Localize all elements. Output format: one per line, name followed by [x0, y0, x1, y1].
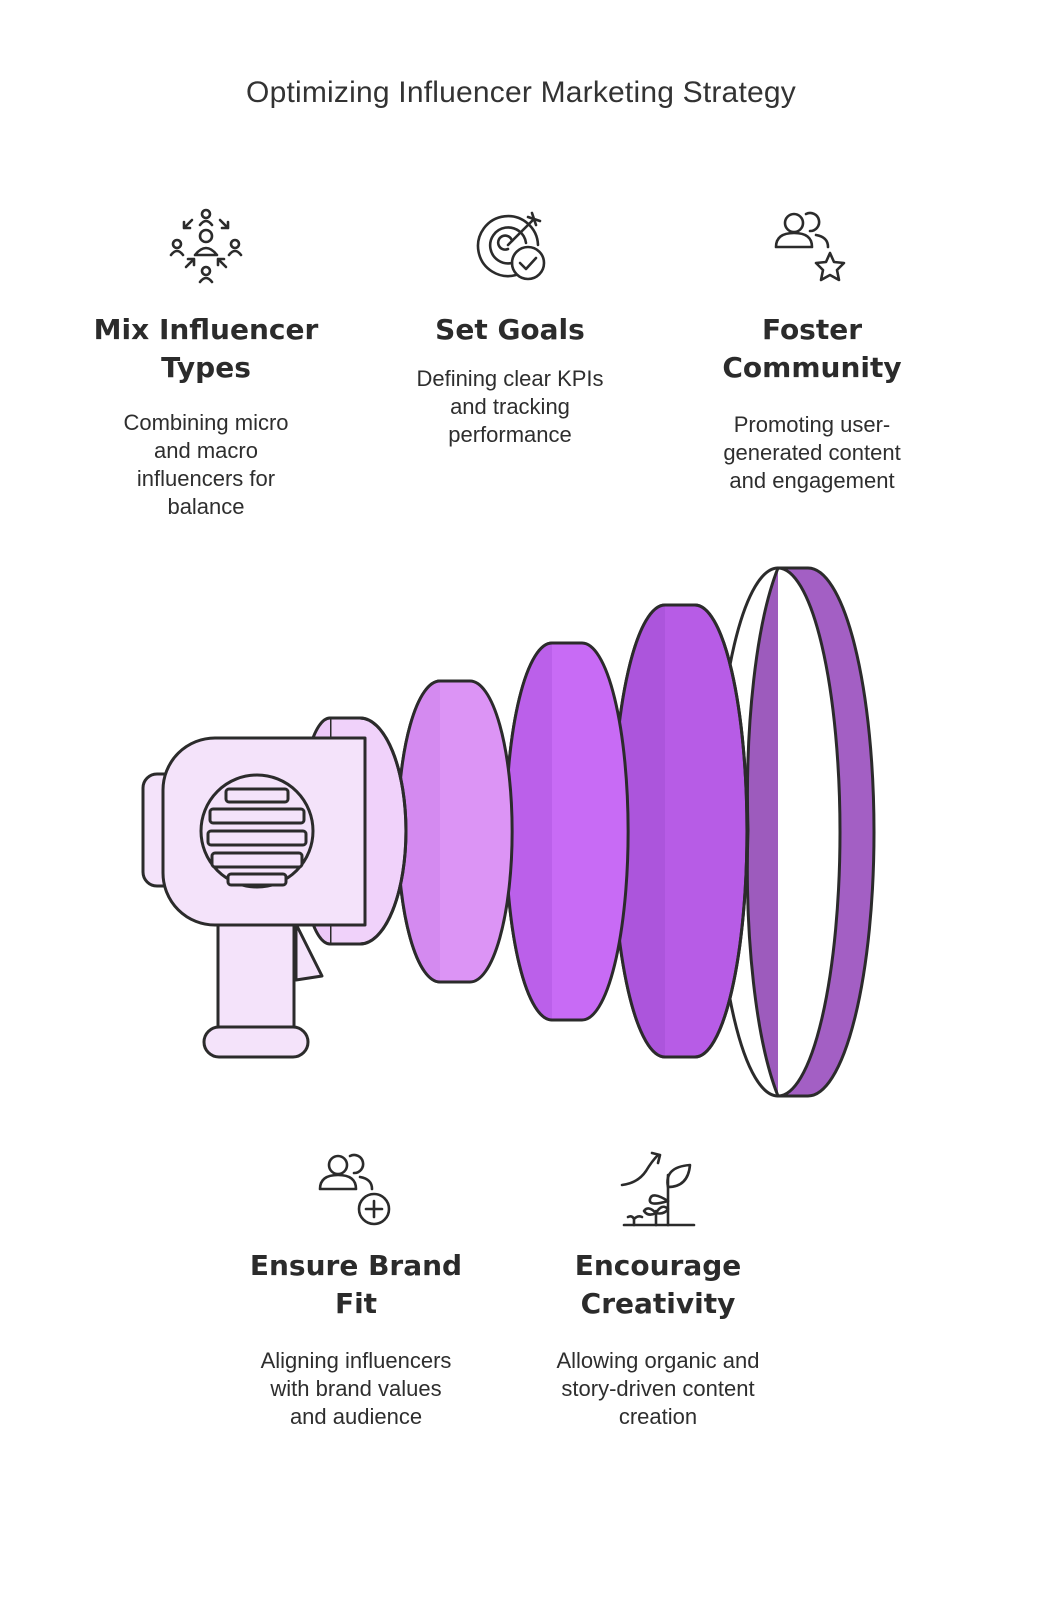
- card-heading: Community: [722, 351, 902, 384]
- card-heading: Types: [161, 351, 251, 384]
- target-check-icon: [476, 211, 546, 281]
- card-description: performance: [448, 422, 572, 447]
- card-description: with brand values: [270, 1376, 442, 1401]
- card-heading: Creativity: [580, 1287, 736, 1320]
- speaker-grille: [199, 773, 315, 889]
- megaphone-ring-3: [504, 641, 630, 1022]
- card-description: influencers for: [136, 466, 276, 491]
- card-description: story-driven content: [561, 1376, 755, 1401]
- megaphone-ring-4: [611, 603, 749, 1059]
- card-description: and tracking: [450, 394, 570, 419]
- card-foster-community: Foster Community Promoting user- generat…: [692, 205, 932, 495]
- card-description: and macro: [154, 438, 258, 463]
- card-heading: Ensure Brand: [249, 1249, 463, 1282]
- card-description: Allowing organic and: [556, 1348, 760, 1373]
- card-description: balance: [167, 494, 245, 519]
- card-mix-influencer-types: Mix Influencer Types Combining micro and…: [86, 205, 326, 521]
- page-title: Optimizing Influencer Marketing Strategy: [246, 76, 796, 109]
- card-description: and engagement: [729, 468, 895, 493]
- card-description: Promoting user-: [733, 412, 891, 437]
- card-heading: Foster: [761, 313, 863, 346]
- users-star-icon: [774, 211, 846, 282]
- card-description: Combining micro: [123, 410, 289, 435]
- card-ensure-brand-fit: Ensure Brand Fit Aligning influencers wi…: [236, 1147, 476, 1431]
- card-heading: Encourage: [574, 1249, 742, 1282]
- megaphone-ring-2: [396, 679, 514, 984]
- card-description: and audience: [289, 1404, 423, 1429]
- card-heading: Fit: [334, 1287, 378, 1320]
- card-heading: Set Goals: [435, 313, 585, 346]
- card-description: Aligning influencers: [260, 1348, 452, 1373]
- card-description: generated content: [723, 440, 901, 465]
- users-add-icon: [318, 1153, 391, 1226]
- network-people-icon: [169, 208, 243, 284]
- card-description: creation: [618, 1404, 698, 1429]
- growth-plant-icon: [620, 1151, 696, 1227]
- card-heading: Mix Influencer: [93, 313, 319, 346]
- card-encourage-creativity: Encourage Creativity Allowing organic an…: [538, 1147, 778, 1431]
- card-set-goals: Set Goals Defining clear KPIs and tracki…: [390, 205, 630, 449]
- card-description: Defining clear KPIs: [416, 366, 604, 391]
